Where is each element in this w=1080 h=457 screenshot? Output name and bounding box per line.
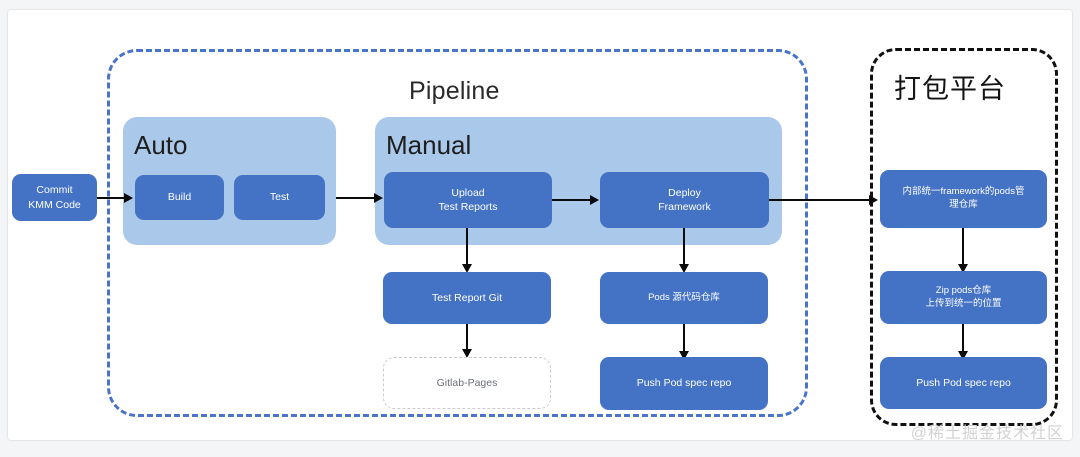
- connector-test-report-git-to-gitlab-pages: [466, 324, 468, 351]
- connector-commit-to-build: [97, 197, 124, 199]
- node-build[interactable]: Build: [135, 175, 224, 220]
- watermark: @稀土掘金技术社区: [910, 425, 1064, 442]
- node-push-pod-spec-repo-platform[interactable]: Push Pod spec repo: [880, 357, 1047, 409]
- node-gitlab-pages[interactable]: Gitlab-Pages: [383, 357, 551, 409]
- node-upload-line1: Upload: [451, 186, 485, 199]
- node-zip-pods-upload[interactable]: Zip pods仓库 上传到统一的位置: [880, 271, 1047, 324]
- node-test-report-git[interactable]: Test Report Git: [383, 272, 551, 324]
- arrowhead-internal-repo-to-zip-pods: [958, 264, 968, 273]
- group-platform: [870, 48, 1058, 426]
- connector-upload-to-test-report-git: [466, 228, 468, 266]
- node-test[interactable]: Test: [234, 175, 325, 220]
- group-title-pipeline: Pipeline: [409, 77, 500, 105]
- node-commit-line2: KMM Code: [28, 198, 81, 211]
- lane-auto-label: Auto: [134, 130, 188, 160]
- arrowhead-pods-source-to-push-spec: [679, 351, 689, 360]
- connector-pods-source-to-push-spec: [683, 324, 685, 353]
- group-pipeline: [107, 49, 808, 417]
- connector-internal-repo-to-zip-pods: [962, 228, 964, 266]
- node-zip-pods-line2: 上传到统一的位置: [925, 297, 1002, 309]
- node-deploy-line1: Deploy: [668, 186, 701, 199]
- node-commit-line1: Commit: [36, 184, 73, 197]
- node-pods-source-repo[interactable]: Pods 源代码仓库: [600, 272, 768, 324]
- arrowhead-test-to-upload: [374, 193, 383, 203]
- node-deploy-framework[interactable]: Deploy Framework: [600, 172, 769, 228]
- connector-deploy-to-internal-repo: [769, 199, 871, 201]
- arrowhead-deploy-to-internal-repo: [869, 195, 878, 205]
- connector-test-to-upload: [336, 197, 378, 199]
- arrowhead-zip-pods-to-push-spec: [958, 351, 968, 360]
- lane-manual-label: Manual: [386, 130, 472, 160]
- group-title-platform: 打包平台: [894, 74, 1006, 104]
- arrowhead-commit-to-build: [124, 193, 133, 203]
- node-internal-framework-line1: 内部统一framework的pods管: [902, 186, 1025, 198]
- connector-zip-pods-to-push-spec: [962, 324, 964, 353]
- arrowhead-deploy-to-pods-source-repo: [679, 264, 689, 273]
- node-push-pod-spec-repo-pipeline[interactable]: Push Pod spec repo: [600, 357, 768, 410]
- arrowhead-upload-to-test-report-git: [462, 264, 472, 273]
- arrowhead-upload-to-deploy: [590, 195, 599, 205]
- connector-upload-to-deploy: [552, 199, 592, 201]
- node-internal-framework-line2: 理仓库: [949, 199, 978, 210]
- connector-deploy-to-pods-source-repo: [683, 228, 685, 266]
- arrowhead-test-report-git-to-gitlab-pages: [462, 349, 472, 358]
- node-commit-kmm-code[interactable]: Commit KMM Code: [12, 174, 97, 221]
- node-upload-line2: Test Reports: [438, 201, 498, 213]
- node-internal-framework-pods-repo[interactable]: 内部统一framework的pods管 理仓库: [880, 170, 1047, 228]
- node-zip-pods-line1: Zip pods仓库: [935, 284, 992, 296]
- node-deploy-line2: Framework: [658, 201, 711, 213]
- node-upload-test-reports[interactable]: Upload Test Reports: [384, 172, 552, 228]
